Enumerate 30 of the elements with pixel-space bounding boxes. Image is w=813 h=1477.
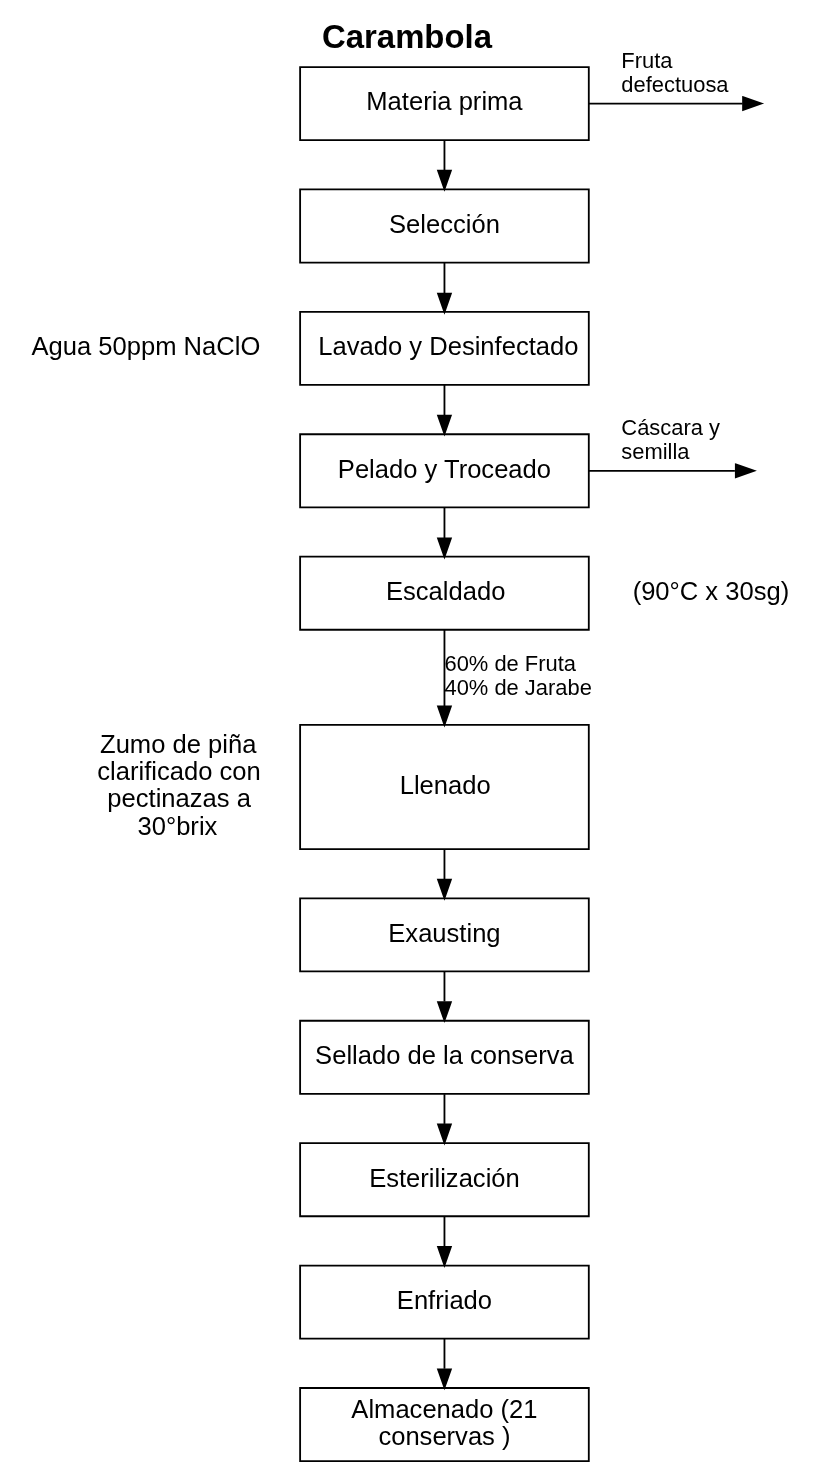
node-box: Almacenado (21 conservas ) (298, 1387, 590, 1463)
node-box: Enfriado (298, 1264, 590, 1340)
node-box: Selección (298, 188, 590, 264)
edge-label: Cáscara y semilla (620, 415, 720, 465)
node-box: Escaldado (298, 555, 590, 631)
arrow (587, 463, 757, 479)
arrow (436, 1093, 452, 1146)
arrow (436, 628, 452, 728)
node-box: Sellado de la conserva (298, 1019, 590, 1095)
node-box: Lavado y Desinfectado (298, 310, 590, 386)
diagram-title: Carambola (321, 17, 492, 55)
node-label: Agua 50ppm NaClO (31, 332, 260, 361)
arrow (436, 506, 452, 560)
edge-label: Fruta defectuosa (620, 48, 729, 97)
arrow (436, 1338, 452, 1391)
node-box: Esterilización (298, 1142, 590, 1218)
arrow (436, 970, 452, 1024)
node-label: Zumo de piña clarificado con pectinazas a 30°brix (96, 729, 261, 840)
arrow (436, 384, 452, 437)
arrow (587, 95, 764, 112)
node-box: Pelado y Troceado (298, 433, 590, 509)
node-label: (90°C x 30sg) (632, 577, 789, 606)
node-box: Materia prima (298, 66, 590, 142)
node-box: Llenado (298, 723, 590, 850)
arrow (436, 139, 452, 192)
node-box: Exausting (298, 897, 590, 973)
arrow (436, 262, 452, 315)
arrow (436, 848, 452, 901)
edge-label: 60% de Fruta 40% de Jarabe (443, 651, 592, 700)
arrow (436, 1215, 452, 1268)
